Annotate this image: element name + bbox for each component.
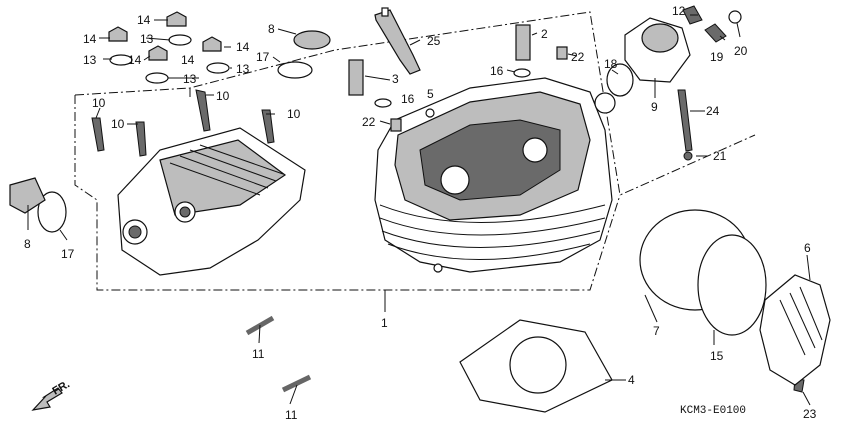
direction-label: FR. xyxy=(51,378,72,397)
callout-21: 21 xyxy=(713,149,727,163)
callout-12: 12 xyxy=(672,4,686,18)
callout-14a: 14 xyxy=(137,13,151,27)
callout-2: 2 xyxy=(541,27,548,41)
callout-20: 20 xyxy=(734,44,748,58)
callout-18: 18 xyxy=(604,57,618,71)
callout-8b: 8 xyxy=(24,237,31,251)
callout-labels: 14 14 13 14 13 14 14 13 13 13 8 17 25 2 … xyxy=(24,4,817,422)
callout-14c: 14 xyxy=(236,40,250,54)
callout-1: 1 xyxy=(381,316,388,330)
callout-19: 19 xyxy=(710,50,724,64)
callout-23: 23 xyxy=(803,407,817,421)
side-cover-gaskets xyxy=(639,209,767,336)
callout-14e: 14 xyxy=(181,53,195,67)
cap-nuts-and-washers xyxy=(108,11,230,84)
oil-seal-o-rings xyxy=(9,30,331,233)
cylinder-head-cover xyxy=(117,127,306,276)
callout-13c: 13 xyxy=(236,62,250,76)
callout-11b: 11 xyxy=(285,408,298,422)
leader-lines xyxy=(27,14,811,406)
callout-4: 4 xyxy=(628,373,635,387)
callout-10a: 10 xyxy=(216,89,230,103)
side-cover xyxy=(759,274,831,386)
callout-17b: 17 xyxy=(61,247,75,261)
callout-10d: 10 xyxy=(287,107,301,121)
bolts xyxy=(91,5,805,393)
callout-24: 24 xyxy=(706,104,720,118)
callout-5: 5 xyxy=(427,87,434,101)
intake-pipe xyxy=(606,17,691,97)
callout-7: 7 xyxy=(653,324,660,338)
callout-13d: 13 xyxy=(183,72,197,86)
cylinder-head xyxy=(374,77,616,273)
callout-13b: 13 xyxy=(83,53,97,67)
spark-plug xyxy=(374,7,421,75)
callout-17a: 17 xyxy=(256,50,270,64)
callout-16b: 16 xyxy=(401,92,415,106)
callout-6: 6 xyxy=(804,241,811,255)
front-direction-arrow: FR. xyxy=(31,378,72,411)
callout-11a: 11 xyxy=(252,347,265,361)
callout-13a: 13 xyxy=(140,32,154,46)
callout-8a: 8 xyxy=(268,22,275,36)
diagram-code: KCM3-E0100 xyxy=(680,405,746,417)
callout-10b: 10 xyxy=(92,96,106,110)
valve-guides xyxy=(348,24,568,132)
callout-16a: 16 xyxy=(490,64,504,78)
callout-9: 9 xyxy=(651,100,658,114)
callout-15: 15 xyxy=(710,349,724,363)
cylinder-head-gasket xyxy=(459,319,613,413)
callout-22b: 22 xyxy=(362,115,376,129)
callout-14b: 14 xyxy=(83,32,97,46)
callout-10c: 10 xyxy=(111,117,125,131)
callout-14d: 14 xyxy=(128,53,142,67)
callout-3: 3 xyxy=(392,72,399,86)
callout-25: 25 xyxy=(427,34,441,48)
callout-22a: 22 xyxy=(571,50,585,64)
